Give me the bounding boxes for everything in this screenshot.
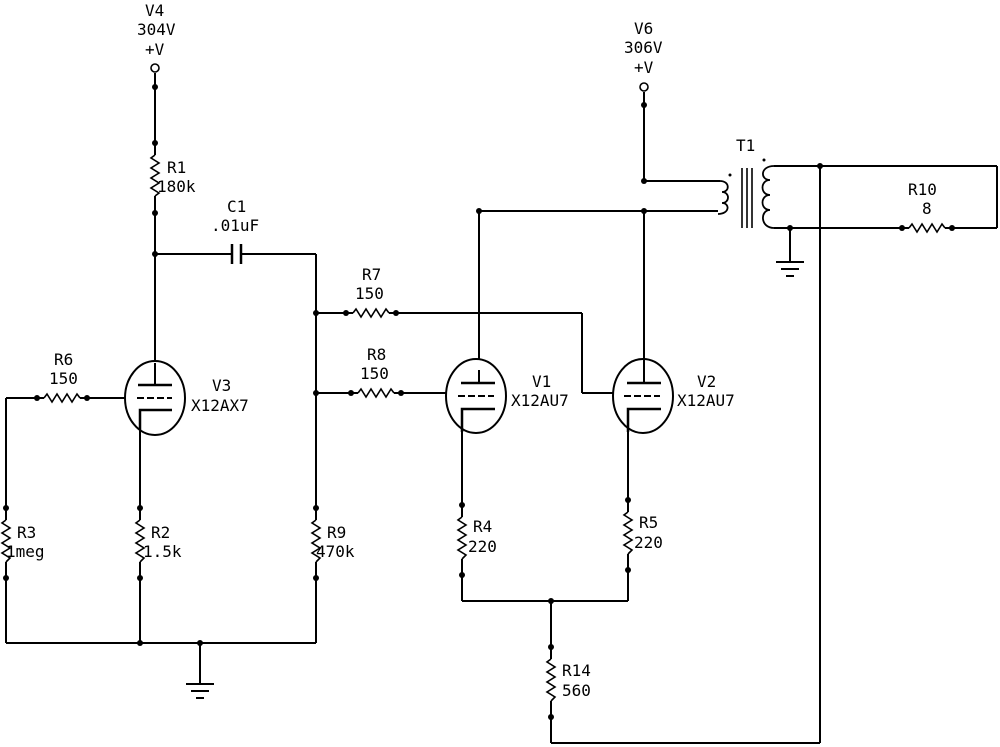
resistor-r10: R10 8 [902, 180, 952, 234]
resistor-r1-value: 180k [157, 177, 196, 196]
tube-v1-ref: V1 [532, 372, 551, 391]
resistor-r6: R6 150 [37, 350, 87, 404]
resistor-r2-ref: R2 [151, 523, 170, 542]
tube-v1-model: X12AU7 [511, 391, 569, 410]
transformer-t1: T1 [717, 136, 775, 229]
resistor-r6-value: 150 [49, 369, 78, 388]
supply-v4-ref: V4 [145, 1, 164, 20]
resistor-r5: R5 220 [622, 500, 663, 570]
capacitor-c1-ref: C1 [227, 197, 246, 216]
resistor-r3-value: 1meg [6, 542, 45, 561]
resistor-r7-value: 150 [355, 284, 384, 303]
resistor-r14-ref: R14 [562, 661, 591, 680]
tube-v3-ref: V3 [212, 376, 231, 395]
resistor-r7-ref: R7 [362, 265, 381, 284]
resistor-r6-ref: R6 [54, 350, 73, 369]
ground-symbol-right [776, 261, 804, 277]
supply-v6-label: +V [634, 58, 654, 77]
tube-v2-ref: V2 [697, 372, 716, 391]
resistor-r10-value: 8 [922, 199, 932, 218]
resistor-r5-value: 220 [634, 533, 663, 552]
resistor-r9-ref: R9 [327, 523, 346, 542]
tube-v3-model: X12AX7 [191, 396, 249, 415]
resistor-r4-ref: R4 [473, 517, 492, 536]
resistor-r1: R1 180k [149, 143, 196, 213]
capacitor-c1: C1 .01uF [211, 197, 259, 264]
tube-v1: V1 X12AU7 [445, 358, 569, 434]
supply-v4: V4 304V +V [137, 1, 176, 73]
resistor-r9-value: 470k [316, 542, 355, 561]
ground-symbol-left [186, 683, 214, 699]
resistor-r8: R8 150 [351, 345, 401, 399]
tube-v3: V3 X12AX7 [124, 360, 249, 436]
supply-v4-label: +V [145, 40, 165, 59]
resistor-r8-ref: R8 [367, 345, 386, 364]
resistor-r4-value: 220 [468, 537, 497, 556]
resistor-r5-ref: R5 [639, 513, 658, 532]
resistor-r2: R2 1.5k [134, 508, 182, 578]
resistor-r3: R3 1meg [0, 508, 45, 578]
resistor-r4: R4 220 [456, 505, 497, 575]
resistor-r14-value: 560 [562, 681, 591, 700]
resistor-r2-value: 1.5k [143, 542, 182, 561]
transformer-t1-ref: T1 [736, 136, 755, 155]
resistor-r14: R14 560 [545, 647, 591, 717]
resistor-r9: R9 470k [310, 508, 355, 578]
resistor-r10-ref: R10 [908, 180, 937, 199]
capacitor-c1-value: .01uF [211, 216, 259, 235]
resistor-r8-value: 150 [360, 364, 389, 383]
supply-v6-value: 306V [624, 38, 663, 57]
supply-v6: V6 306V +V [624, 19, 663, 92]
supply-v4-value: 304V [137, 20, 176, 39]
supply-v6-ref: V6 [634, 19, 653, 38]
resistor-r1-ref: R1 [167, 158, 186, 177]
tube-v2-model: X12AU7 [677, 391, 735, 410]
resistor-r7: R7 150 [346, 265, 396, 319]
resistor-r3-ref: R3 [17, 523, 36, 542]
tube-v2: V2 X12AU7 [612, 358, 735, 434]
wires [5, 73, 998, 744]
